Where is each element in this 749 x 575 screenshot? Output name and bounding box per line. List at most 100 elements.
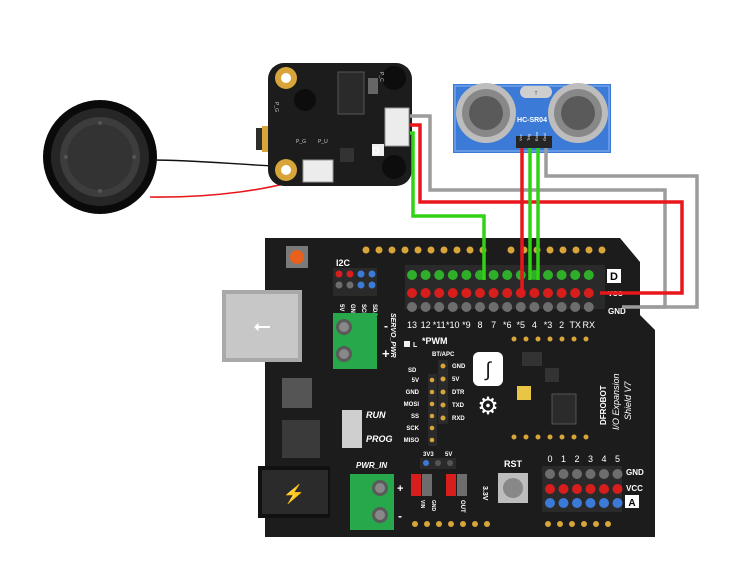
sensor-pin-vcc: Vcc: [518, 134, 523, 141]
pwr-in-label: PWR_IN: [356, 461, 387, 470]
header-pin: [488, 270, 499, 280]
header-pin: [420, 302, 431, 312]
sd-pin-gnd: GND: [406, 390, 420, 396]
analog-header-pin: [558, 484, 569, 494]
btapc-pin-5v: 5V: [452, 377, 459, 383]
header-pin: [529, 302, 540, 312]
header-pin: [570, 270, 581, 280]
digital-pin-label: RX: [583, 320, 596, 330]
analog-header-pin: [585, 498, 596, 508]
header-pin: [434, 288, 445, 298]
dfrobot-logo-icon: ∫: [484, 359, 492, 381]
digital-pin-label: *10: [446, 320, 460, 330]
analog-header-pin: [612, 469, 623, 479]
analog-header-pin: [545, 469, 555, 479]
header-pin: [447, 302, 458, 312]
header-pin: [447, 288, 458, 298]
mp3-label-right: P_C: [378, 72, 384, 82]
header-pin: [447, 270, 458, 280]
analog-header-pin: [612, 498, 623, 508]
analog-gnd-label: GND: [626, 468, 644, 477]
product-label: I/O Expansion: [611, 373, 621, 430]
io-expansion-shield: ⭠ ⚡ I2C 5V GND SCL SDA - + SE: [222, 238, 655, 537]
mp3-label-left: P_G: [273, 102, 279, 112]
pwr-in-minus: -: [398, 509, 402, 523]
analog-pin-label: 2: [574, 454, 579, 464]
row-gnd-label: GND: [608, 307, 626, 316]
mp3-pin-marker: D: [372, 146, 379, 157]
header-pin: [488, 302, 499, 312]
sd-pin-miso: MISO: [404, 438, 420, 444]
header-pin: [556, 270, 567, 280]
analog-header-pin: [612, 484, 623, 494]
analog-pin-label: 3: [588, 454, 593, 464]
sd-pin-mosi: MOSI: [404, 402, 420, 408]
analog-pin-label: 4: [601, 454, 606, 464]
pwr-in-plus: +: [397, 483, 403, 495]
row-d-label: D: [610, 271, 618, 283]
servo-pwr-label: SERVO_PWR: [389, 313, 396, 358]
header-pin: [475, 302, 485, 312]
header-pin: [434, 302, 445, 312]
header-pin: [570, 302, 581, 312]
sd-pin-sck: SCK: [406, 426, 419, 432]
header-pin: [502, 288, 513, 298]
header-pin: [420, 288, 431, 298]
header-pin: [556, 288, 567, 298]
analog-header-pin: [572, 484, 582, 494]
mp3-label-bottom-left: P_G: [296, 139, 306, 145]
analog-header-pin: [558, 498, 569, 508]
digital-pin-label: 4: [532, 320, 537, 330]
header-pin: [434, 270, 445, 280]
v33-out-label: 3.3V: [481, 486, 488, 501]
analog-header-pin: [572, 498, 582, 508]
header-pin: [556, 302, 567, 312]
sd-pin-ss: SS: [411, 414, 419, 420]
analog-header-pin: [585, 469, 596, 479]
vin-label: VIN: [419, 500, 425, 509]
analog-vcc-label: VCC: [626, 484, 643, 493]
digital-pin-label: *6: [503, 320, 512, 330]
sensor-model: HC-SR04: [517, 117, 547, 124]
header-pin: [529, 288, 540, 298]
header-pin: [583, 288, 594, 298]
header-pin: [543, 288, 553, 298]
sd-pin-5v: 5V: [412, 378, 419, 384]
led-l-label: L: [413, 342, 418, 349]
analog-pin-label: 1: [561, 454, 566, 464]
header-pin: [570, 288, 581, 298]
prog-label: PROG: [366, 434, 393, 444]
power-icon: ⚡: [283, 483, 305, 505]
servo-plus: +: [382, 346, 390, 361]
i2c-pin-gnd: GND: [349, 304, 355, 318]
i2c-label: I2C: [336, 258, 351, 268]
analog-pin-label: 5: [615, 454, 620, 464]
pwm-label: *PWM: [422, 336, 448, 346]
i2c-pin-scl: SCL: [360, 304, 366, 316]
header-pin: [515, 302, 526, 312]
header-pin: [583, 302, 594, 312]
header-pin: [420, 270, 431, 280]
header-pin: [475, 288, 485, 298]
brand-label: DFROBOT: [599, 385, 608, 425]
analog-a-label: A: [628, 498, 635, 509]
header-pin: [407, 288, 417, 298]
version-label: Shield V7: [623, 380, 633, 420]
btapc-pin-txd: TXD: [452, 403, 465, 409]
digital-pin-label: 13: [407, 320, 417, 330]
v5-label: 5V: [445, 452, 452, 458]
analog-header-pin: [599, 484, 609, 494]
header-pin: [543, 270, 553, 280]
btapc-pin-rxd: RXD: [452, 416, 465, 422]
btapc-pin-gnd: GND: [452, 364, 466, 370]
sensor-pin-trig: Trig: [526, 134, 531, 141]
out-label: OUT: [459, 500, 465, 513]
rst-label: RST: [504, 459, 523, 469]
btapc-label: BT/APC: [432, 352, 455, 358]
btapc-pin-dtr: DTR: [452, 390, 465, 396]
sensor-pin-gnd: Gnd: [542, 133, 547, 141]
crystal-label: T: [534, 91, 537, 97]
header-pin: [543, 302, 553, 312]
digital-pin-label: *11: [433, 320, 446, 330]
mp3-module: D P_G P_C P_G P_U: [256, 63, 412, 186]
